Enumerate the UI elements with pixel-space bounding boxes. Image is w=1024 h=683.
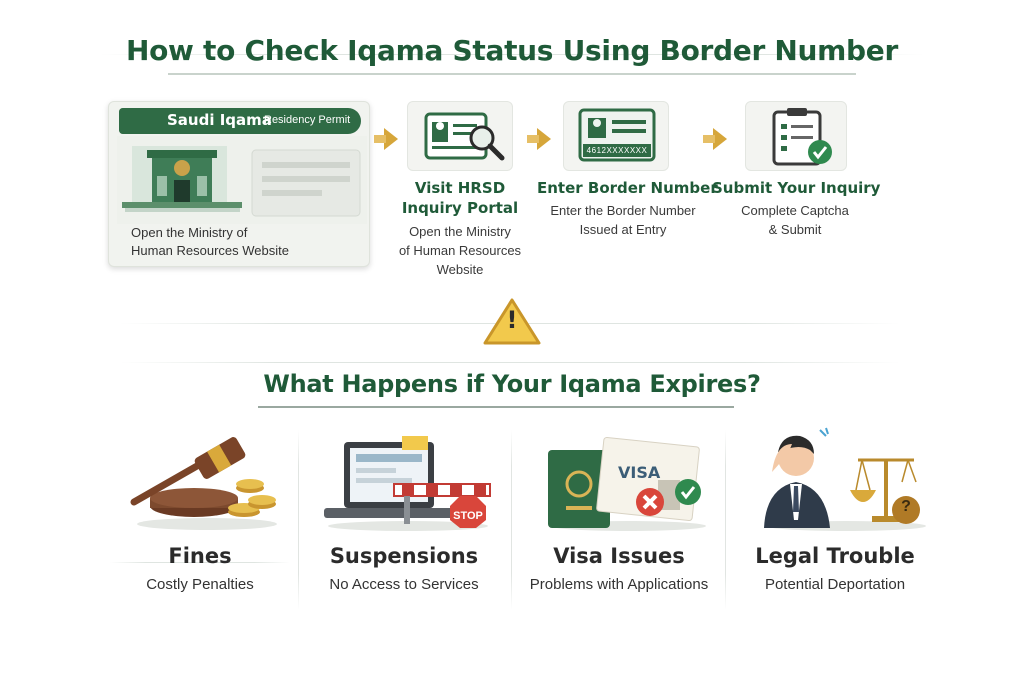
step-border-desc-line2: Issued at Entry [579, 222, 667, 237]
submit-step [745, 101, 847, 171]
legal-trouble-desc: Potential Deportation [764, 576, 906, 593]
card-brand: Saudi Iqama [167, 111, 272, 129]
column-separator [725, 430, 726, 610]
step-visit-desc-line2: of Human Resources [398, 243, 522, 258]
card-caption-line2: Human Resources Website [131, 243, 289, 258]
fines-desc: Costly Penalties [146, 576, 254, 593]
border-number-text: 4612XXXXXXX [586, 146, 648, 155]
title-underline [168, 73, 856, 75]
legal-trouble-title: Legal Trouble [755, 544, 915, 568]
arrow-icon-3 [703, 128, 727, 150]
step-visit-desc-line3: Website [436, 262, 484, 277]
visa-issues-desc: Problems with Applications [529, 576, 709, 593]
step-submit-desc-line1: Complete Captcha [741, 203, 849, 218]
step-submit-title: Submit Your Inquiry [712, 179, 881, 197]
fines-underline [110, 562, 290, 563]
column-separator [298, 430, 299, 610]
step-border-title: Enter Border Number [537, 179, 718, 197]
step-submit-desc-line2: & Submit [768, 222, 822, 237]
title-divider-line [100, 54, 924, 55]
section-title: What Happens if Your Iqama Expires? [263, 370, 761, 398]
step-visit-desc-line1: Open the Ministry [409, 224, 511, 239]
suspensions-title: Suspensions [329, 544, 479, 568]
id-search-step [407, 101, 513, 171]
arrow-icon-2 [527, 128, 551, 150]
card-caption-line1: Open the Ministry of [131, 225, 248, 240]
ministry-building-icon [117, 136, 367, 224]
scales-icon [764, 427, 926, 531]
step-visit-desc: Open the Ministry of Human Resources Web… [395, 222, 525, 279]
iqama-card-step: Saudi Iqama Residency Permit Open the Mi… [108, 101, 370, 267]
visa-issues-title: Visa Issues [553, 544, 685, 568]
iqama-banner: Saudi Iqama Residency Permit [119, 108, 361, 134]
question-mark-text: ? [901, 498, 911, 515]
page-title: How to Check Iqama Status Using Border N… [125, 34, 899, 67]
gavel-icon [130, 437, 277, 530]
clipboard-check-icon [772, 108, 832, 166]
visa-label-text: VISA [618, 463, 661, 482]
step-submit-desc: Complete Captcha & Submit [712, 201, 878, 239]
fines-title: Fines [168, 544, 232, 568]
card-sub: Residency Permit [264, 114, 351, 126]
step-visit-title: Visit HRSD Inquiry Portal [400, 178, 520, 218]
warning-symbol: ! [506, 306, 518, 334]
column-separator [511, 430, 512, 610]
section-divider-2 [120, 362, 900, 363]
id-search-icon [424, 112, 505, 161]
arrow-icon-1 [374, 128, 398, 150]
passport-visa-icon [548, 436, 706, 531]
stop-barrier-icon [324, 436, 491, 531]
section-title-underline [258, 406, 734, 408]
step-visit-title-line2: Inquiry Portal [401, 199, 519, 217]
step-visit-title-line1: Visit HRSD [414, 179, 506, 197]
step-border-desc-line1: Enter the Border Number [550, 203, 696, 218]
border-card-step: 4612XXXXXXX [563, 101, 669, 171]
card-caption: Open the Ministry of Human Resources Web… [131, 224, 289, 260]
suspensions-desc: No Access to Services [329, 576, 479, 593]
stop-sign-text: STOP [453, 510, 483, 522]
step-border-desc: Enter the Border Number Issued at Entry [537, 201, 709, 239]
warning-icon [483, 298, 541, 345]
id-card-icon [578, 108, 656, 162]
